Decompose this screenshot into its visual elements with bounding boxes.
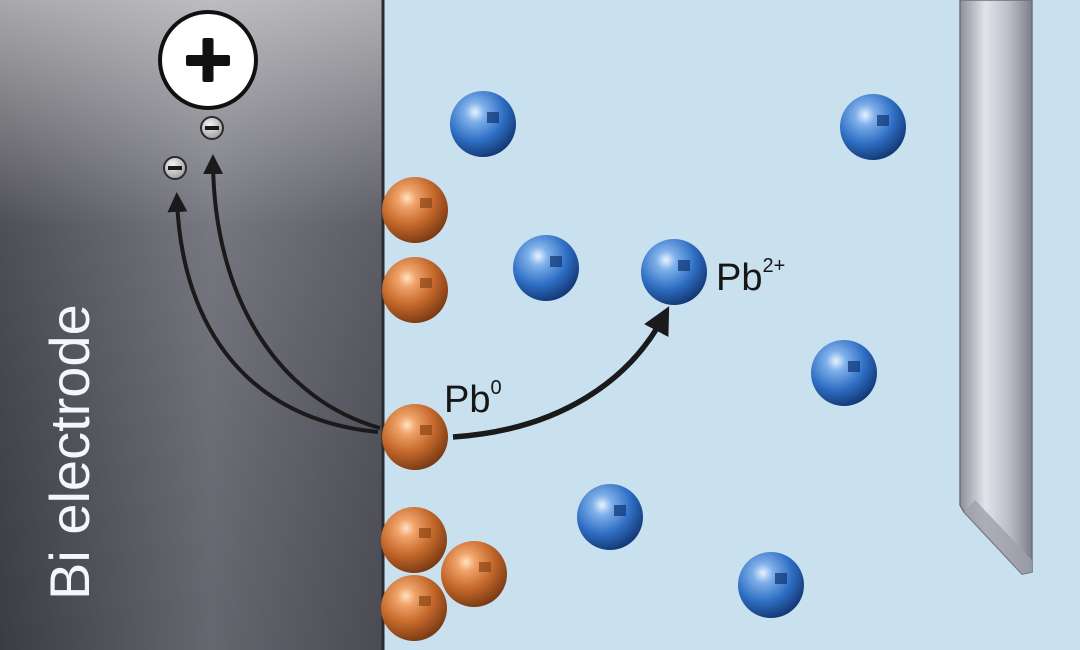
pb2-ion (513, 235, 579, 301)
counter-electrode-tip (964, 500, 1032, 574)
pb0-atom (381, 575, 447, 641)
pb0-label-base: Pb (444, 379, 491, 421)
pb0-atom (381, 507, 447, 573)
pb0-atom (382, 177, 448, 243)
electron-arrow-2 (203, 154, 381, 430)
pb2-ion (641, 239, 707, 305)
electron-arrow-1 (167, 192, 379, 434)
pb2-ion (577, 484, 643, 550)
pb0-label: Pb0 (444, 378, 502, 419)
pb2-label-base: Pb (716, 257, 763, 299)
pb2-ion (450, 91, 516, 157)
bi-electrode-sheen (0, 0, 383, 650)
electrode-label: Bi electrode (38, 304, 101, 600)
oxidation-arrow (452, 306, 670, 440)
pb2-ion (738, 552, 804, 618)
pb2-label-sup: 2+ (762, 255, 786, 277)
pb0-atom (441, 541, 507, 607)
pb0-atom (382, 404, 448, 470)
plus-circle-icon (158, 10, 258, 110)
minus-circle-icon (163, 156, 187, 180)
minus-circle-icon (200, 116, 224, 140)
pb2-ion (811, 340, 877, 406)
pb0-label-sup: 0 (490, 377, 502, 399)
pb0-atom (382, 257, 448, 323)
counter-electrode-rod (959, 0, 1033, 575)
pb2-label: Pb2+ (716, 256, 785, 297)
pb2-ion (840, 94, 906, 160)
